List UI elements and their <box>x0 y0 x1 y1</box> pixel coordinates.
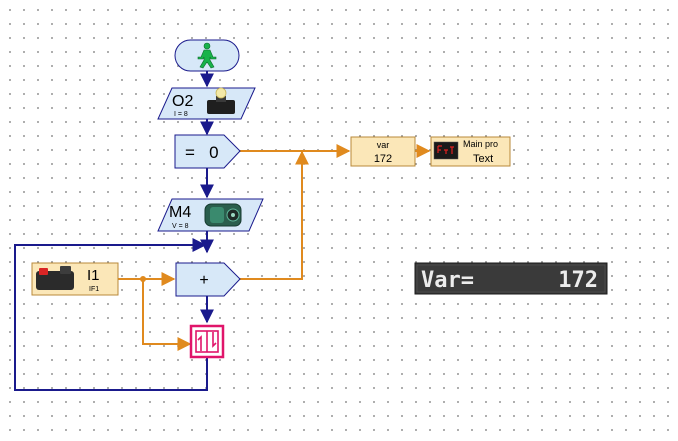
input-i1-block[interactable]: I1 IF1 <box>31 262 119 296</box>
data-i1-to-counter <box>142 279 192 351</box>
motor-icon <box>204 203 242 227</box>
lcd-label: Var= <box>421 268 474 293</box>
pushbutton-icon <box>36 266 74 290</box>
counter-icon <box>195 330 219 353</box>
motor-m4-sub: V = 8 <box>172 223 189 230</box>
output-o2-block[interactable]: O2 I = 8 <box>157 87 256 120</box>
junction-dot <box>140 276 146 282</box>
input-i1-sub: IF1 <box>89 286 99 293</box>
display-title: Main pro <box>463 139 498 149</box>
adder-block[interactable]: + <box>175 262 241 297</box>
var-value: 172 <box>374 153 392 165</box>
lamp-icon <box>207 87 235 114</box>
start-block[interactable] <box>174 39 240 72</box>
display-block[interactable]: Main pro Text <box>430 136 511 167</box>
display-text: Text <box>473 153 493 165</box>
output-o2-label: O2 <box>172 93 193 110</box>
lcd-value: 172 <box>558 268 598 293</box>
led-display-icon <box>433 141 459 160</box>
var-title: var <box>377 140 390 150</box>
counter-block[interactable] <box>189 324 225 359</box>
motor-m4-block[interactable]: M4 V = 8 <box>157 198 264 232</box>
flow-lines <box>14 71 214 391</box>
input-i1-label: I1 <box>87 267 100 284</box>
compare-label: = 0 <box>185 143 219 162</box>
data-adder-to-var <box>240 150 309 280</box>
motor-m4-label: M4 <box>169 204 191 221</box>
compare-block[interactable]: = 0 <box>174 134 241 169</box>
var-block[interactable]: var 172 <box>350 136 416 167</box>
start-traffic-light-man-icon <box>197 42 217 69</box>
lcd-panel: Var= 172 <box>414 262 608 295</box>
flow-loop-back <box>14 238 208 391</box>
output-o2-sub: I = 8 <box>174 111 188 118</box>
data-lines <box>118 144 431 351</box>
adder-label: + <box>199 272 208 289</box>
